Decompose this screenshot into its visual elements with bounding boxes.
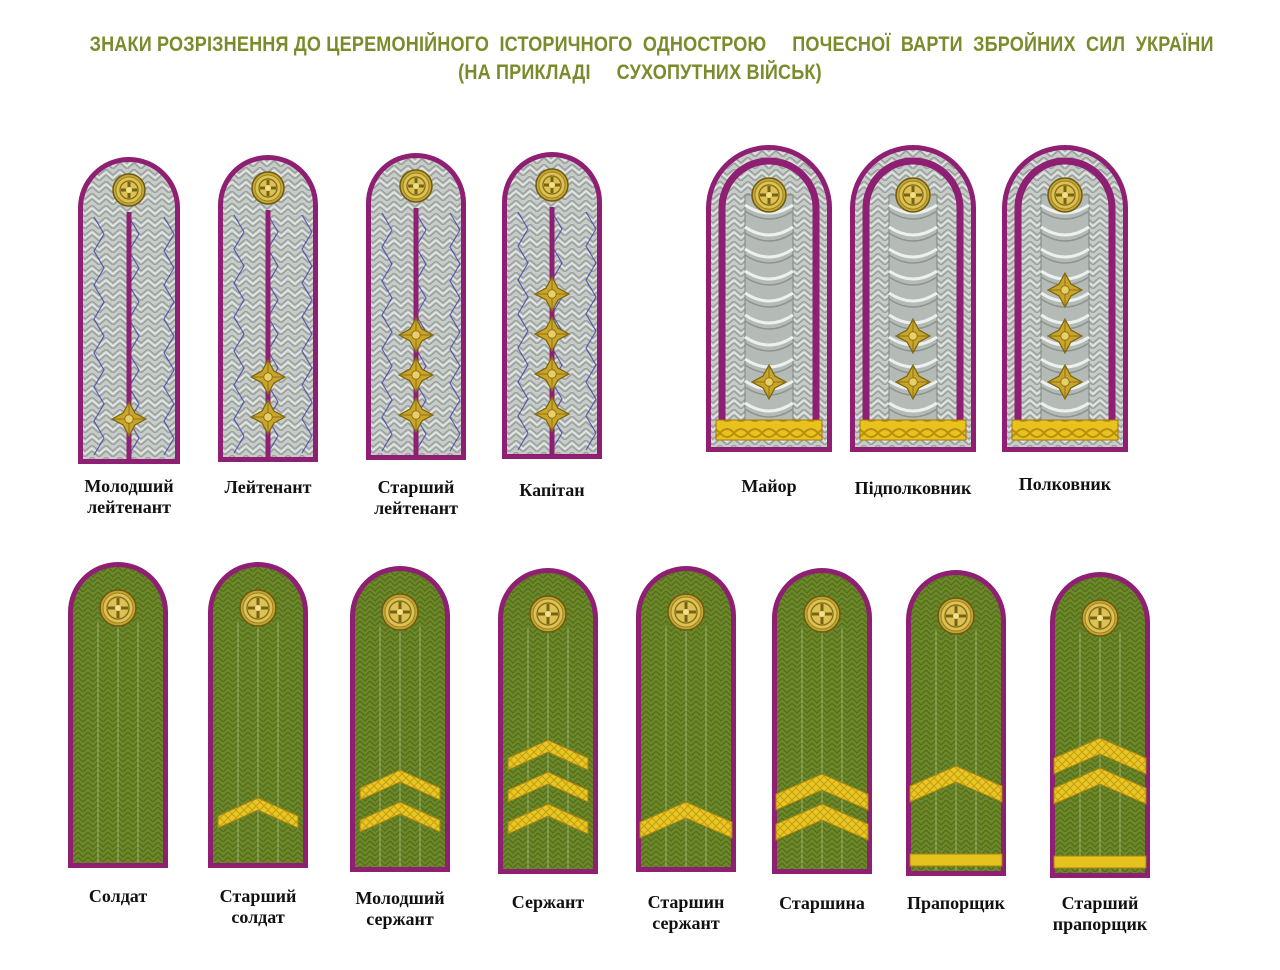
rank-label-line: Старший bbox=[219, 886, 297, 906]
star-icon bbox=[750, 363, 788, 401]
button-icon bbox=[803, 595, 841, 633]
button-icon bbox=[99, 589, 137, 627]
chevron-stripe bbox=[359, 769, 441, 801]
rank-label-line: Капітан bbox=[519, 480, 585, 500]
rank-label-line: Солдат bbox=[88, 886, 148, 906]
chevron-stripe bbox=[217, 797, 299, 829]
shoulder-board-ml-lt bbox=[78, 157, 180, 464]
rank-label-line: Молодший bbox=[355, 888, 445, 908]
button-icon bbox=[1081, 599, 1119, 637]
button-icon bbox=[937, 597, 975, 635]
rank-label-line: Старший bbox=[377, 477, 455, 497]
rank-label-prap: Прапорщик bbox=[876, 893, 1036, 914]
page-subtitle: (НА ПРИКЛАДІ СУХОПУТНИХ ВІЙСЬК) bbox=[458, 61, 822, 84]
star-icon bbox=[397, 356, 435, 394]
button-icon bbox=[895, 177, 931, 213]
chevron-stripe bbox=[359, 801, 441, 833]
shoulder-board-pidp bbox=[850, 145, 976, 452]
rank-label-line: Молодший bbox=[84, 476, 174, 496]
rank-label-maj: Майор bbox=[689, 476, 849, 497]
button-icon bbox=[112, 173, 146, 207]
page-title: ЗНАКИ РОЗРІЗНЕННЯ ДО ЦЕРЕМОНІЙНОГО ІСТОР… bbox=[89, 33, 1214, 56]
rank-label-line: солдат bbox=[231, 907, 285, 927]
star-icon bbox=[533, 275, 571, 313]
rank-label-line: сержант bbox=[652, 913, 720, 933]
star-icon bbox=[533, 355, 571, 393]
shoulder-board-st-serz bbox=[636, 566, 736, 872]
rank-label-line: сержант bbox=[366, 909, 434, 929]
button-icon bbox=[529, 595, 567, 633]
button-icon bbox=[667, 593, 705, 631]
chevron-stripe bbox=[507, 771, 589, 803]
shoulder-board-st-lt bbox=[366, 153, 466, 460]
chevron-stripe bbox=[639, 801, 733, 839]
rank-label-line: прапорщик bbox=[1052, 914, 1148, 934]
chevron-stripe bbox=[1053, 737, 1147, 775]
button-icon bbox=[751, 177, 787, 213]
chevron-stripe bbox=[909, 765, 1003, 803]
rank-label-line: Лейтенант bbox=[224, 477, 312, 497]
rank-label-line: лейтенант bbox=[87, 497, 171, 517]
chevron-stripe bbox=[507, 803, 589, 835]
star-icon bbox=[397, 396, 435, 434]
rank-label-kpt: Капітан bbox=[472, 480, 632, 501]
shoulder-board-st-sold bbox=[208, 562, 308, 868]
shoulder-board-lt bbox=[218, 155, 318, 462]
rank-label-line: лейтенант bbox=[374, 498, 458, 518]
rank-label-polk: Полковник bbox=[985, 474, 1145, 495]
shoulder-board-prap bbox=[906, 570, 1006, 876]
rank-label-line: Старшина bbox=[779, 893, 865, 913]
star-icon bbox=[894, 363, 932, 401]
rank-label-starsh: Старшина bbox=[742, 893, 902, 914]
star-icon bbox=[894, 317, 932, 355]
star-icon bbox=[249, 358, 287, 396]
rank-label-line: Старшин bbox=[647, 892, 725, 912]
star-icon bbox=[1046, 317, 1084, 355]
shoulder-board-ml-serz bbox=[350, 566, 450, 872]
rank-label-sold: Солдат bbox=[38, 886, 198, 907]
star-icon bbox=[249, 398, 287, 436]
rank-label-line: Старший bbox=[1061, 893, 1139, 913]
shoulder-board-polk bbox=[1002, 145, 1128, 452]
star-icon bbox=[397, 316, 435, 354]
rank-label-pidp: Підполковник bbox=[833, 478, 993, 499]
shoulder-board-maj bbox=[706, 145, 832, 452]
chevron-stripe bbox=[1053, 767, 1147, 805]
button-icon bbox=[399, 169, 433, 203]
rank-label-serz: Сержант bbox=[468, 892, 628, 913]
button-icon bbox=[381, 593, 419, 631]
rank-label-line: Сержант bbox=[511, 892, 585, 912]
rank-label-line: Прапорщик bbox=[906, 893, 1006, 913]
button-icon bbox=[251, 171, 285, 205]
rank-label-line: Підполковник bbox=[854, 478, 972, 498]
star-icon bbox=[110, 400, 148, 438]
rank-label-line: Майор bbox=[741, 476, 797, 496]
chevron-stripe bbox=[507, 739, 589, 771]
star-icon bbox=[1046, 363, 1084, 401]
shoulder-board-starsh bbox=[772, 568, 872, 874]
chevron-stripe bbox=[775, 773, 869, 811]
shoulder-board-st-prap bbox=[1050, 572, 1150, 878]
button-icon bbox=[535, 168, 569, 202]
button-icon bbox=[1047, 177, 1083, 213]
star-icon bbox=[533, 315, 571, 353]
shoulder-board-kpt bbox=[502, 152, 602, 459]
chevron-stripe bbox=[775, 803, 869, 841]
star-icon bbox=[533, 395, 571, 433]
rank-label-lt: Лейтенант bbox=[188, 477, 348, 498]
star-icon bbox=[1046, 271, 1084, 309]
gold-bar bbox=[1053, 855, 1147, 869]
gold-bar bbox=[909, 853, 1003, 867]
shoulder-board-sold bbox=[68, 562, 168, 868]
button-icon bbox=[239, 589, 277, 627]
shoulder-board-serz bbox=[498, 568, 598, 874]
rank-label-line: Полковник bbox=[1018, 474, 1112, 494]
